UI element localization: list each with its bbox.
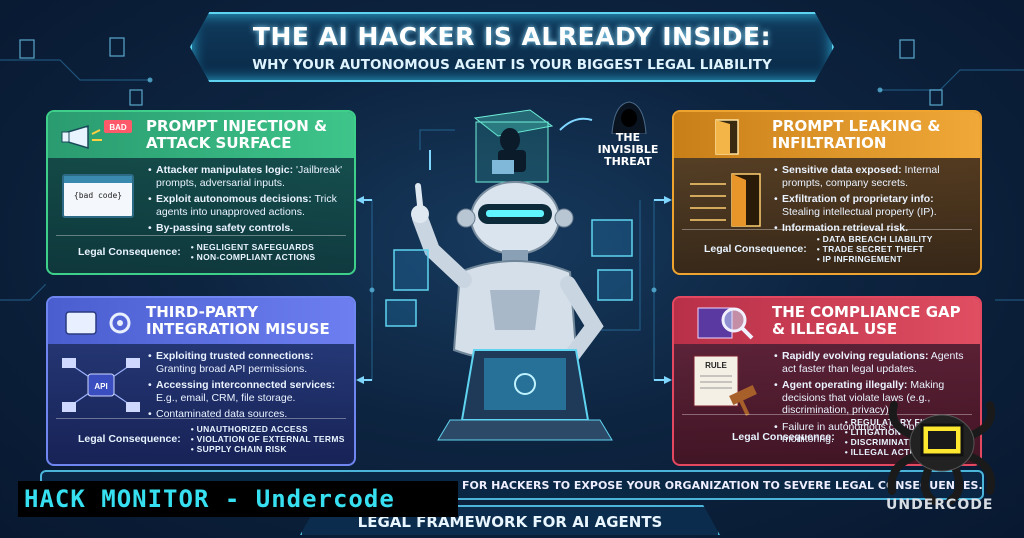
puzzle-gear-icon: [65, 311, 131, 335]
bullet: Agent operating illegally: Making decisi…: [774, 379, 970, 417]
legal-consequence: Legal Consequence: NEGLIGENT SAFEGUARDS …: [56, 235, 346, 267]
bullet: Exploiting trusted connections: Granting…: [148, 350, 344, 375]
megaphone-icon: BAD: [61, 120, 132, 150]
panel-prompt-injection: PROMPT INJECTION & ATTACK SURFACE BAD {b…: [46, 110, 356, 275]
bullet: Exploit autonomous decisions: Trick agen…: [148, 193, 344, 218]
data-exfiltration-icon: [690, 173, 761, 227]
hack-monitor-watermark: HACK MONITOR - Undercode: [18, 481, 458, 517]
bullet: Attacker manipulates logic: 'Jailbreak' …: [148, 164, 344, 189]
bullet: Sensitive data exposed: Internal prompts…: [774, 164, 970, 189]
code-window: {bad code}: [62, 174, 134, 218]
bottom-banner-text: FOR HACKERS TO EXPOSE YOUR ORGANIZATION …: [462, 478, 983, 492]
api-network-icon: API: [62, 358, 140, 412]
api-label: API: [94, 382, 107, 391]
undercode-logo-text: UNDERCODE: [886, 497, 994, 513]
bullet: Exfiltration of proprietary info: Steali…: [774, 193, 970, 218]
panel-title: THIRD-PARTY INTEGRATION MISUSE: [48, 298, 354, 344]
bad-code-label: {bad code}: [73, 191, 123, 200]
hooded-hacker-icon: [611, 101, 647, 134]
page-title: THE AI HACKER IS ALREADY INSIDE:: [252, 22, 772, 51]
rule-label: RULE: [705, 361, 727, 370]
gavel-rule-icon: RULE: [693, 355, 757, 416]
bullet: By-passing safety controls.: [148, 222, 344, 235]
octopus-monitor-icon: [887, 401, 996, 505]
bullet: Rapidly evolving regulations: Agents act…: [774, 350, 970, 375]
door-icon: [715, 119, 739, 155]
legal-consequence: Legal Consequence: UNAUTHORIZED ACCESS V…: [56, 418, 346, 458]
bullet: Contaminated data sources.: [148, 408, 344, 421]
title-banner: THE AI HACKER IS ALREADY INSIDE: WHY YOU…: [190, 12, 834, 82]
undercode-logo: UNDERCODE: [878, 395, 1003, 525]
panel-third-party: THIRD-PARTY INTEGRATION MISUSE API Explo…: [46, 296, 356, 466]
robot-illustration: [385, 109, 633, 441]
bullet: Information retrieval risk.: [774, 222, 970, 235]
bullet: Accessing interconnected services: E.g.,…: [148, 379, 344, 404]
panel-title: PROMPT INJECTION & ATTACK SURFACE: [48, 112, 354, 158]
invisible-threat-label: THE INVISIBLE THREAT: [597, 131, 659, 168]
legal-consequence: Legal Consequence: DATA BREACH LIABILITY…: [682, 229, 972, 267]
panel-prompt-leaking: PROMPT LEAKING & INFILTRATION Sensitive …: [672, 110, 982, 275]
panel-compliance-gap: THE COMPLIANCE GAP & ILLEGAL USE RULE Ra…: [672, 296, 982, 466]
magnifier-book-icon: [697, 307, 754, 340]
page-subtitle: WHY YOUR AUTONOMOUS AGENT IS YOUR BIGGES…: [252, 57, 772, 73]
holo-hacker-icon: [473, 109, 554, 183]
bad-badge: BAD: [109, 123, 127, 132]
